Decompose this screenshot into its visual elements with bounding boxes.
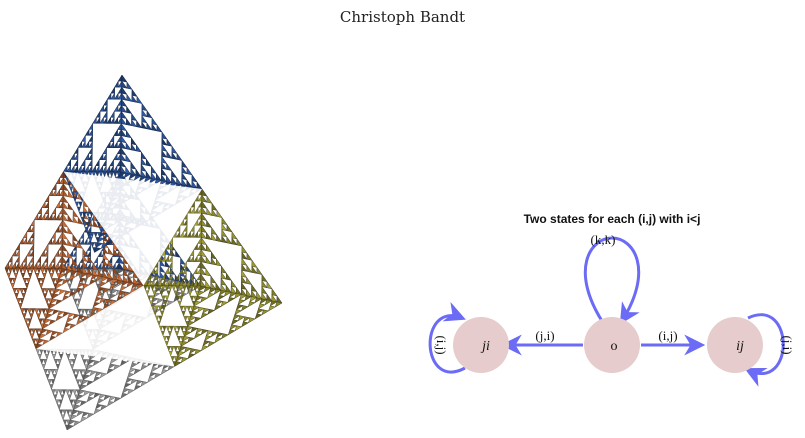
node-ji-label: ji bbox=[480, 339, 490, 354]
edge-label-o-loop: (k,k) bbox=[591, 232, 616, 247]
node-ij-label: ij bbox=[736, 339, 744, 354]
edge-label-ji-loop: (i,j) bbox=[434, 335, 449, 354]
edge-o-loop bbox=[585, 238, 638, 321]
edge-label-o-ji: (j,i) bbox=[535, 328, 554, 343]
node-ji bbox=[453, 317, 509, 373]
diagram-title: Two states for each (i,j) with i<j bbox=[524, 212, 701, 226]
node-o-label: o bbox=[611, 339, 618, 354]
node-ij bbox=[707, 317, 763, 373]
edge-label-o-ij: (i,j) bbox=[658, 328, 677, 343]
edge-label-ij-loop: (j,i) bbox=[780, 335, 795, 354]
